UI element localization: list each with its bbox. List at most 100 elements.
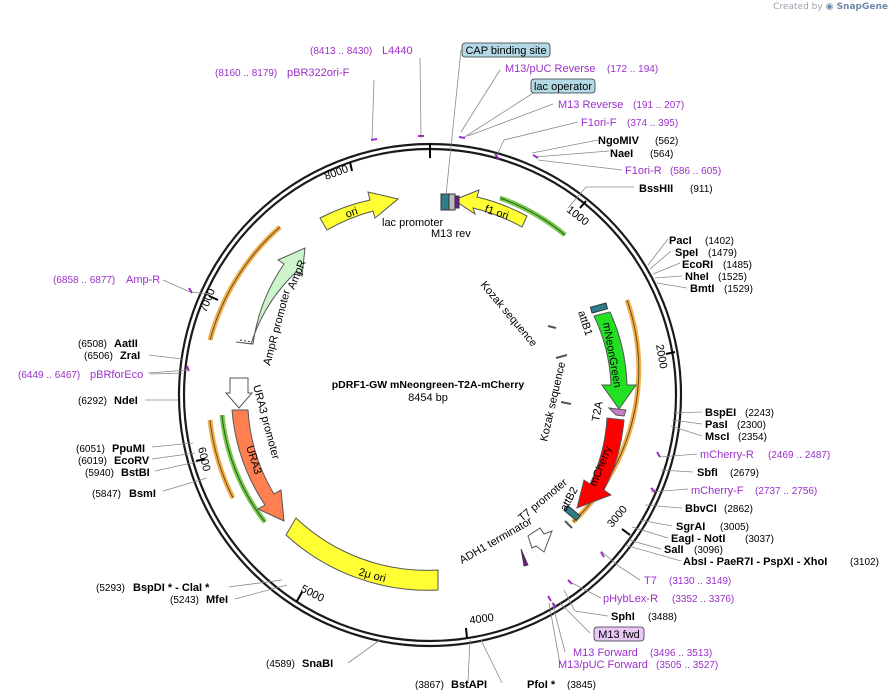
site-xhoi-group-name: AbsI - PaeR7I - PspXI - XhoI	[683, 556, 827, 568]
site-eagi-noti[interactable]: EagI - NotI (3037)	[671, 533, 774, 545]
site-bbvci[interactable]: BbvCI (2862)	[685, 503, 753, 515]
site-sbfi-name: SbfI	[697, 467, 718, 479]
site-pfoi[interactable]: PfoI * (3845)	[527, 679, 596, 691]
primer-mcherry-r-name: mCherry-R	[700, 449, 754, 461]
primer-pbrforeco[interactable]: (6449 .. 6467) pBRforEco	[18, 369, 143, 381]
primer-m13-reverse-pos: (191 .. 207)	[633, 100, 684, 111]
site-spei[interactable]: SpeI (1479)	[675, 247, 737, 259]
site-aatii-pos: (6508)	[78, 339, 107, 350]
site-spei-name: SpeI	[675, 247, 698, 259]
site-bstapi[interactable]: BstAPI (3867)	[415, 679, 487, 691]
site-bspei-pos: (2243)	[745, 408, 774, 419]
site-sbfi[interactable]: SbfI (2679)	[697, 467, 759, 479]
site-naei[interactable]: NaeI (564)	[610, 148, 673, 160]
primer-f1ori-r[interactable]: F1ori-R (586 .. 605)	[625, 165, 721, 177]
primer-m13-reverse[interactable]: M13 Reverse (191 .. 207)	[558, 99, 684, 111]
feature-adh1-terminator[interactable]: ADH1 terminator	[458, 515, 553, 567]
site-ecori-name: EcoRI	[682, 259, 713, 271]
site-ngomiv-pos: (562)	[655, 136, 678, 147]
site-pfoi-name: PfoI *	[527, 679, 556, 691]
site-paci-pos: (1402)	[705, 236, 734, 247]
primer-mcherry-f-name: mCherry-F	[691, 485, 744, 497]
primer-f1ori-f[interactable]: F1ori-F (374 .. 395)	[581, 117, 678, 129]
primer-mcherry-f[interactable]: mCherry-F (2737 .. 2756)	[691, 485, 817, 497]
feature-2mu-ori[interactable]: 2μ ori	[285, 517, 439, 591]
site-ecori[interactable]: EcoRI (1485)	[682, 259, 752, 271]
site-msci[interactable]: MscI (2354)	[705, 431, 767, 443]
site-mfei-name: MfeI	[206, 594, 228, 606]
primer-m13-puc-reverse[interactable]: M13/pUC Reverse (172 .. 194)	[505, 63, 658, 75]
site-ndei[interactable]: NdeI (6292)	[78, 395, 138, 407]
site-bstbi[interactable]: BstBI (5940)	[85, 467, 150, 479]
site-ppumi[interactable]: PpuMI (6051)	[76, 443, 145, 455]
snapgene-logo: ◉ SnapGene	[825, 2, 888, 12]
site-sgrai[interactable]: SgrAI (3005)	[676, 521, 749, 533]
feature-t2a[interactable]: T2A	[590, 400, 627, 423]
site-eagi-noti-name: EagI - NotI	[671, 533, 725, 545]
site-ngomiv[interactable]: NgoMIV (562)	[598, 135, 678, 147]
site-zrai-name: ZraI	[120, 350, 140, 362]
site-zrai[interactable]: ZraI (6506)	[84, 350, 140, 362]
feature-lac-promoter[interactable]: lac promoter M13 rev	[382, 193, 471, 240]
ori-label: ori	[344, 205, 360, 220]
site-bsmi[interactable]: BsmI (5847)	[92, 488, 156, 500]
site-sali[interactable]: SalI (3096)	[664, 544, 723, 556]
primer-m13-forward-pos: (3496 .. 3513)	[650, 648, 712, 659]
feature-f1-ori[interactable]: f1 ori	[452, 189, 528, 228]
primer-m13-reverse-name: M13 Reverse	[558, 99, 623, 111]
primer-m13-puc-reverse-pos: (172 .. 194)	[607, 64, 658, 75]
site-xhoi-group[interactable]: AbsI - PaeR7I - PspXI - XhoI (3102)	[683, 556, 879, 568]
primer-mcherry-r[interactable]: mCherry-R (2469 .. 2487)	[700, 449, 830, 461]
site-ecorv[interactable]: EcoRV (6019)	[78, 455, 150, 467]
primer-m13-puc-forward[interactable]: M13/pUC Forward (3505 .. 3527)	[558, 659, 718, 671]
site-pasi[interactable]: PasI (2300)	[705, 419, 766, 431]
site-snabi[interactable]: SnaBI (4589)	[266, 658, 333, 670]
primer-phyblex-r[interactable]: pHybLex-R (3352 .. 3376)	[603, 593, 734, 605]
feature-kozak-1: Kozak sequence	[478, 279, 557, 349]
feature-ura3[interactable]: URA3	[231, 409, 285, 522]
site-pfoi-pos: (3845)	[567, 680, 596, 691]
cap-binding-site-label: CAP binding site	[465, 45, 546, 57]
site-bstapi-name: BstAPI	[451, 679, 487, 691]
primer-phyblex-r-pos: (3352 .. 3376)	[672, 594, 734, 605]
site-bbvci-pos: (2862)	[724, 504, 753, 515]
primer-pbr322ori-f[interactable]: (8160 .. 8179) pBR322ori-F	[215, 67, 350, 79]
site-nhei[interactable]: NheI (1525)	[685, 271, 747, 283]
primer-amp-r-name: Amp-R	[126, 274, 160, 286]
site-pasi-name: PasI	[705, 419, 728, 431]
site-ndei-name: NdeI	[114, 395, 138, 407]
backbone-ticks	[195, 144, 676, 639]
primer-pbrforeco-pos: (6449 .. 6467)	[18, 370, 80, 381]
feature-ori[interactable]: ori	[319, 191, 400, 231]
site-sgrai-name: SgrAI	[676, 521, 705, 533]
feature-mneongreen[interactable]: mNeonGreen	[593, 311, 637, 410]
primer-amp-r[interactable]: (6858 .. 6877) Amp-R	[53, 274, 160, 286]
primer-f1ori-f-pos: (374 .. 395)	[627, 118, 678, 129]
site-bsshii[interactable]: BssHII (911)	[639, 183, 713, 195]
box-cap-binding-site[interactable]: CAP binding site	[461, 42, 551, 58]
site-sphi[interactable]: SphI (3488)	[611, 611, 677, 623]
site-sphi-pos: (3488)	[648, 612, 677, 623]
box-m13-fwd[interactable]: M13 fwd	[593, 626, 645, 642]
site-aatii-name: AatII	[114, 338, 138, 350]
primer-t7[interactable]: T7 (3130 .. 3149)	[644, 575, 731, 587]
site-paci[interactable]: PacI (1402)	[669, 235, 734, 247]
site-ppumi-pos: (6051)	[76, 444, 105, 455]
box-lac-operator[interactable]: lac operator	[530, 78, 596, 94]
site-bsmi-name: BsmI	[129, 488, 156, 500]
attb1-label: attB1	[575, 309, 594, 337]
site-aatii[interactable]: AatII (6508)	[78, 338, 138, 350]
site-snabi-name: SnaBI	[302, 658, 333, 670]
site-bmti[interactable]: BmtI (1529)	[690, 283, 753, 295]
site-bmti-pos: (1529)	[724, 284, 753, 295]
primer-m13-forward[interactable]: M13 Forward (3496 .. 3513)	[573, 647, 712, 659]
site-bspei[interactable]: BspEI (2243)	[705, 407, 774, 419]
site-clai-group[interactable]: BspDI * - ClaI * (5293)	[96, 582, 210, 594]
site-mfei[interactable]: MfeI (5243)	[170, 594, 228, 606]
site-msci-name: MscI	[705, 431, 729, 443]
primer-l4440[interactable]: (8413 .. 8430) L4440	[310, 45, 413, 57]
tick-5000: 5000	[299, 583, 326, 605]
tick-2000: 2000	[653, 343, 669, 369]
lac-promoter-label: lac promoter	[382, 217, 443, 229]
site-ppumi-name: PpuMI	[112, 443, 145, 455]
